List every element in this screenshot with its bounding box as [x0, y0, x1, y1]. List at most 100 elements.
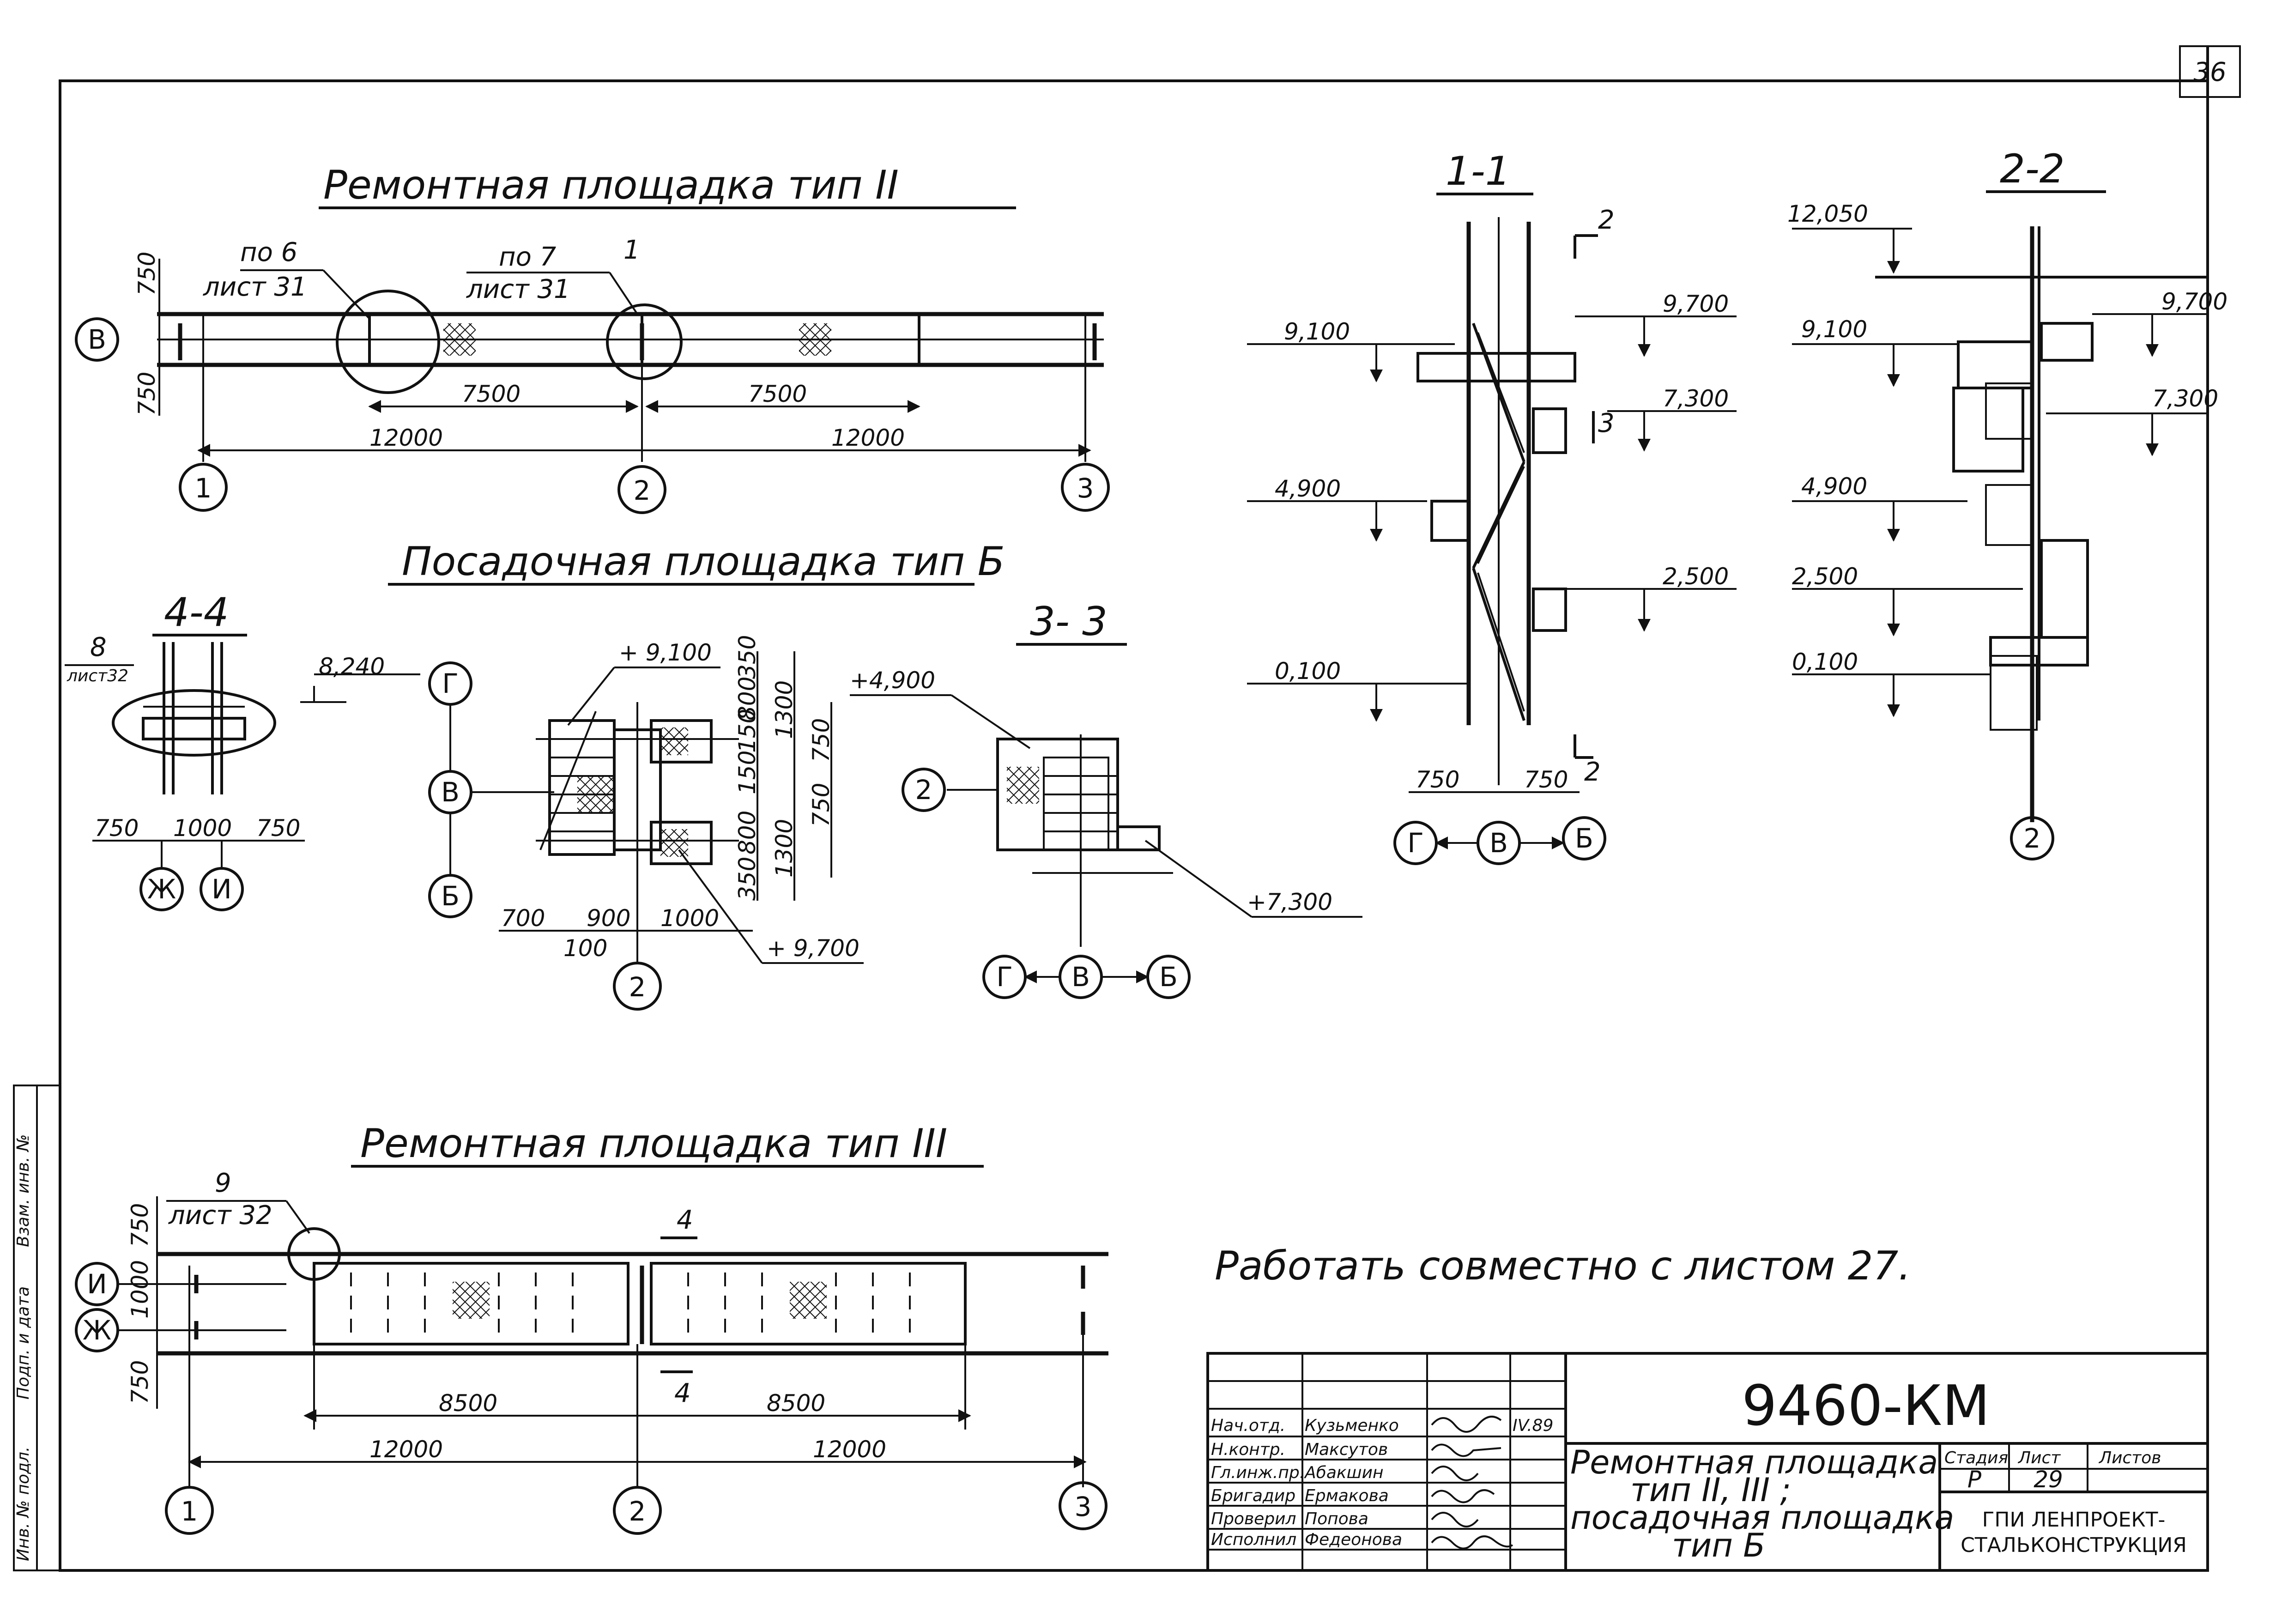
- dim-r-1300b: 1300: [771, 819, 798, 878]
- elev-2-2-7300: 7,300: [2152, 385, 2218, 412]
- dim-1-1-750a: 750: [1416, 766, 1459, 793]
- section-1-1-cut-mark-bottom: 2: [1584, 757, 1601, 787]
- sig-role-1: Нач.отд.: [1211, 1416, 1285, 1435]
- grating-hatch-33: [1007, 767, 1039, 804]
- axis-label-3-1: 1: [181, 1496, 198, 1527]
- elev-plus-7300: +7,300: [1247, 889, 1332, 915]
- axis-bubble-1: [179, 463, 228, 512]
- plan-type2-title: Ремонтная площадка тип II: [323, 162, 899, 208]
- elev-2-2-0100: 0,100: [1792, 648, 1858, 675]
- section-mark-4-top: 4: [677, 1205, 693, 1235]
- dim-r-800b: 800: [734, 811, 761, 854]
- elev-plus-9100: + 9,100: [619, 639, 712, 666]
- callout-8-sheet: лист32: [67, 667, 128, 685]
- dim-span-7500-2: 7500: [748, 381, 807, 407]
- platform-panel-3b: [650, 1262, 967, 1345]
- dim-r-1300: 1300: [771, 680, 798, 739]
- axis-bubble-33-2: [902, 768, 946, 812]
- left-strip-text-2: Подп. и дата: [14, 1286, 33, 1400]
- stage-value: Р: [1967, 1466, 1982, 1493]
- grating-hatch-3b: [790, 1282, 827, 1319]
- elev-1-1-2500: 2,500: [1663, 563, 1729, 590]
- axis-label-b2: 2: [629, 971, 646, 1003]
- plan-type3-title: Ремонтная площадка тип III: [360, 1121, 947, 1167]
- axis-bubble-3-1: [165, 1486, 214, 1535]
- sig-name-1: Кузьменко: [1305, 1416, 1399, 1435]
- section-3-3-title: 3- 3: [1030, 599, 1108, 645]
- sig-role-6: Исполнил: [1211, 1530, 1296, 1549]
- axis-bubble-v: [75, 317, 119, 362]
- axis-label-i: И: [212, 873, 231, 905]
- axis-label-3-i: И: [87, 1268, 107, 1300]
- cross-reference-note: Работать совместно с листом 27.: [1215, 1243, 1911, 1289]
- grating-hatch-1: [443, 323, 476, 356]
- sheet-value: 29: [2034, 1466, 2063, 1493]
- sig-name-6: Федеонова: [1305, 1530, 1402, 1549]
- grating-hatch-2: [799, 323, 831, 356]
- axis-label-3-3: 3: [1075, 1491, 1092, 1522]
- drawing-title-line-2: тип II, III ;: [1630, 1471, 1791, 1509]
- sig-name-2: Максутов: [1305, 1440, 1388, 1459]
- dim-3-750a: 750: [127, 1203, 153, 1247]
- sig-role-5: Проверил: [1211, 1509, 1296, 1528]
- axis-label-b: Б: [441, 880, 460, 912]
- dim-r-750a: 750: [808, 718, 835, 762]
- section-2-2-title: 2-2: [2000, 146, 2064, 192]
- dim-b-700: 700: [501, 905, 545, 932]
- dim-r-350b: 350: [734, 857, 761, 901]
- sig-name-4: Ермакова: [1305, 1486, 1389, 1505]
- stage-header: Стадия: [1944, 1448, 2008, 1467]
- sig-role-4: Бригадир: [1211, 1486, 1295, 1505]
- grating-hatch-3a: [453, 1282, 490, 1319]
- axis-label-g: Г: [442, 668, 458, 699]
- elev-1-1-0100: 0,100: [1275, 658, 1341, 685]
- dim-r-350: 350: [734, 635, 761, 679]
- callout-9-num: 9: [215, 1168, 231, 1198]
- axis-bubble-b2: [613, 962, 662, 1011]
- left-strip: Инв. № подл. Подп. и дата Взам. инв. №: [14, 1134, 33, 1561]
- dim-4-4-1000: 1000: [173, 815, 232, 842]
- callout-b-sheet: лист 31: [466, 274, 570, 304]
- axis-label-3-2: 2: [629, 1496, 646, 1527]
- axis-label-zh: Ж: [147, 873, 176, 905]
- callout-b-num: по 7: [499, 242, 557, 272]
- dim-r-150a: 150: [734, 709, 761, 753]
- detail-ellipse-4-4: [112, 689, 276, 757]
- callout-8-num: 8: [90, 632, 107, 662]
- dim-b-900: 900: [587, 905, 630, 932]
- elev-1-1-7300: 7,300: [1663, 385, 1729, 412]
- section-1-1-cut-mark: 2: [1598, 205, 1615, 235]
- elev-1-1-9700: 9,700: [1663, 291, 1729, 317]
- section-mark-4-bottom: 4: [674, 1378, 691, 1408]
- axis-label-11-b: Б: [1575, 823, 1593, 854]
- callout-a-num: по 6: [240, 237, 297, 267]
- elev-1-1-9100: 9,100: [1284, 318, 1350, 345]
- axis-label-3: 3: [1077, 473, 1094, 504]
- sig-name-5: Попова: [1305, 1509, 1368, 1528]
- dim-3-span-8500b: 8500: [767, 1390, 825, 1417]
- dim-b-1000: 1000: [660, 905, 719, 932]
- elev-2-2-2500: 2,500: [1792, 563, 1858, 590]
- section-4-4: 4-4 8 лист32 8,240 750 1000 750 Ж И: [65, 589, 420, 911]
- elev-2-2-9700: 9,700: [2161, 288, 2227, 315]
- dim-1-1-750b: 750: [1524, 766, 1568, 793]
- axis-bubble-22-2: [2010, 816, 2054, 860]
- dim-span-7500-1: 7500: [462, 381, 521, 407]
- detail-circle-a: [336, 290, 440, 394]
- signature-marks: [1431, 1416, 1513, 1550]
- elev-1-1-4900: 4,900: [1275, 475, 1341, 502]
- axis-label-11-v: В: [1489, 827, 1508, 859]
- left-strip-text-1: Инв. № подл.: [14, 1447, 33, 1561]
- axis-bubble-zh: [139, 867, 184, 911]
- left-strip-text-3: Взам. инв. №: [14, 1134, 33, 1247]
- callout-9-sheet: лист 32: [168, 1200, 272, 1230]
- dim-4-4-750b: 750: [256, 815, 300, 842]
- stair-2-2-lower: [2040, 539, 2089, 639]
- axis-label-33-v: В: [1071, 961, 1090, 993]
- dim-4-4-750a: 750: [95, 815, 139, 842]
- dim-r-750b: 750: [808, 783, 835, 827]
- dim-top-750: 750: [133, 252, 160, 296]
- section-4-4-title: 4-4: [164, 589, 229, 636]
- axis-bubble-2: [617, 465, 666, 514]
- dim-3-1000: 1000: [127, 1260, 153, 1319]
